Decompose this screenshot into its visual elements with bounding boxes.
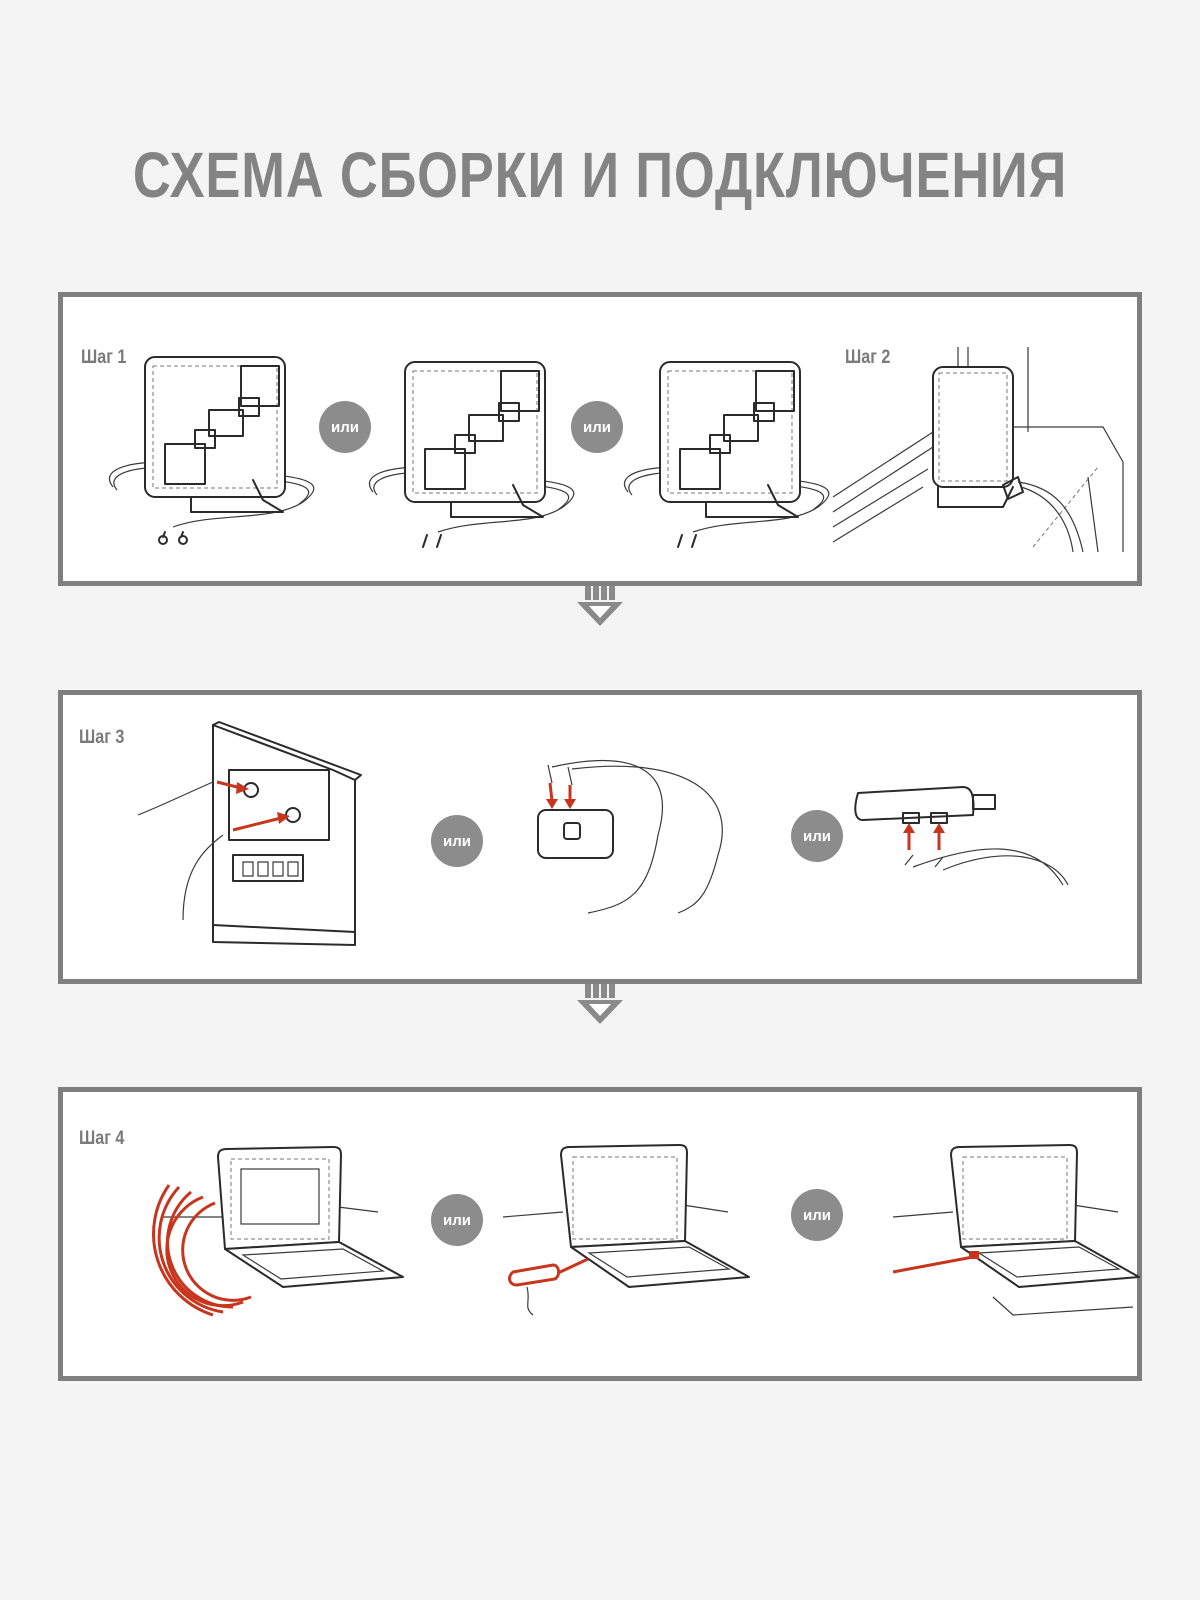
down-arrow-icon	[571, 586, 629, 630]
down-arrow-icon	[571, 984, 629, 1028]
or-badge: или	[791, 1189, 843, 1241]
panel-step-1-2: Шаг 1 Шаг 2 или или	[58, 292, 1142, 586]
antenna-variant-ts9-connector-image	[363, 357, 593, 557]
or-badge: или	[791, 810, 843, 862]
usb-modem-image	[853, 775, 1093, 905]
panel-step-4: Шаг 4 или или	[58, 1087, 1142, 1381]
step-3-label: Шаг 3	[79, 727, 124, 749]
or-badge: или	[431, 815, 483, 867]
or-badge: или	[431, 1194, 483, 1246]
laptop-wifi-connection-image	[163, 1137, 403, 1317]
antenna-variant-n-connector-image	[103, 352, 333, 552]
mobile-hotspot-image	[528, 755, 768, 935]
laptop-usb-modem-image	[503, 1137, 753, 1327]
page-title: СХЕМА СБОРКИ И ПОДКЛЮЧЕНИЯ	[108, 138, 1092, 212]
step-4-label: Шаг 4	[79, 1128, 124, 1150]
or-badge: или	[571, 401, 623, 453]
panel-step-3: Шаг 3 или или	[58, 690, 1142, 984]
laptop-cable-connection-image	[893, 1137, 1143, 1327]
antenna-variant-crc9-connector-image	[618, 357, 848, 557]
window-mount-image	[833, 337, 1123, 557]
router-back-panel-image	[133, 720, 373, 950]
